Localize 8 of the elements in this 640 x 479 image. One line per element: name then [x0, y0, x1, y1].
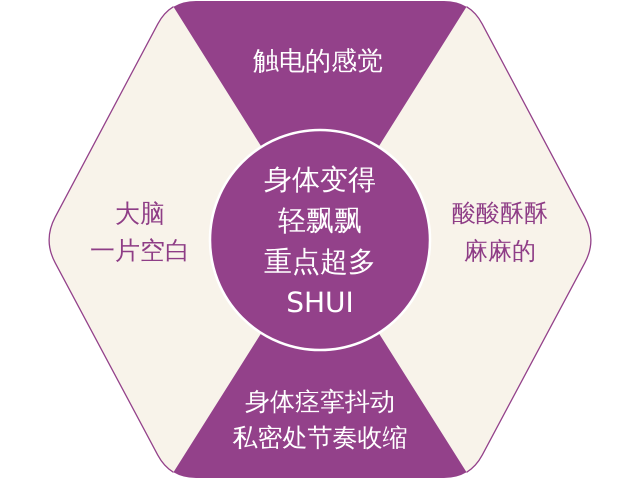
center-circle — [208, 128, 432, 352]
segment-label: 身体痉挛抖动私密处节奏收缩 — [232, 386, 408, 454]
segment-label: 触电的感觉 — [253, 46, 383, 78]
segment-label: 酸酸酥酥麻麻的 — [452, 198, 548, 267]
center-label: 身体变得轻飘飘重点超多SHUI — [264, 162, 376, 321]
hexagon-segment — [172, 0, 468, 148]
segment-label: 大脑一片空白 — [90, 198, 190, 267]
hexagon-segment — [172, 332, 468, 479]
